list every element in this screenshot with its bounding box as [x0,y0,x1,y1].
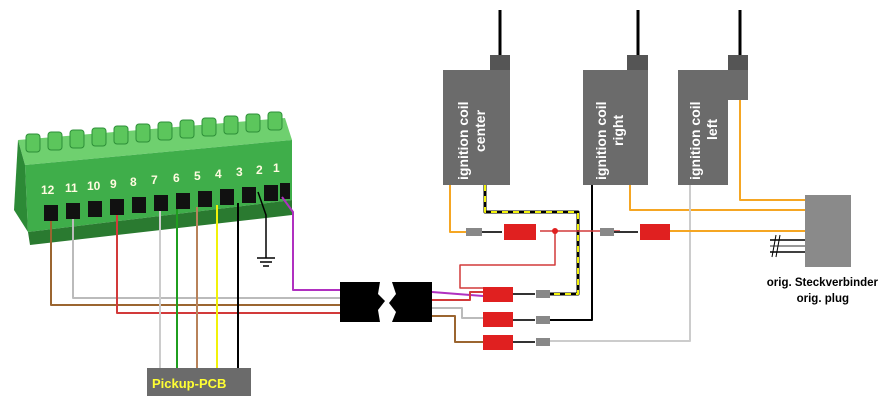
terminal-number: 12 [41,183,55,197]
terminal-number: 11 [65,181,78,195]
coil-label: ignition coil [593,101,609,180]
terminal-block: 12 11 10 9 8 7 6 5 4 3 2 1 [14,111,292,245]
ignition-coil-center: ignition coil center [443,10,510,185]
terminal-number: 7 [151,173,158,187]
terminal-number: 5 [194,169,201,183]
ignition-coil-right: ignition coil right [583,10,648,185]
plug-label: orig. plug [797,293,849,305]
terminal-number: 9 [110,177,117,191]
inline-connector [340,282,432,322]
terminal-number: 8 [130,175,137,189]
plug-label: orig. Steckverbinder [767,277,879,289]
coil-label: right [610,115,626,146]
coil-label: ignition coil [687,101,703,180]
coil-label: center [472,109,488,152]
coil-label: left [704,119,720,140]
terminal-number: 1 [273,161,280,175]
connector-plugs [466,224,670,350]
pickup-pcb: Pickup-PCB [147,368,251,396]
terminal-wires [50,196,345,368]
terminal-number: 3 [236,165,243,179]
ground-icon [257,191,275,267]
wire-gray [72,219,345,299]
terminal-number: 10 [87,179,101,193]
wire-brown [50,221,345,306]
pickup-pcb-label: Pickup-PCB [152,376,226,391]
coil-wiring [449,100,805,342]
terminal-number: 6 [173,171,180,185]
original-plug: orig. Steckverbinder orig. plug [767,195,879,305]
ignition-coil-left: ignition coil left [678,10,748,185]
wire-red [116,215,345,314]
terminal-number: 4 [215,167,222,181]
wire-purple [281,196,345,291]
coil-label: ignition coil [455,101,471,180]
connector-wires [431,291,484,343]
terminal-number: 2 [256,163,263,177]
